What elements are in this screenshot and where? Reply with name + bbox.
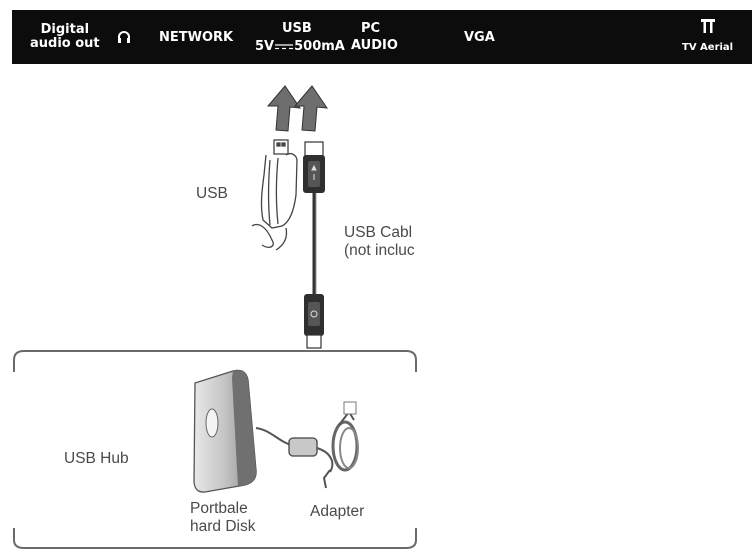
- usb-label: USB: [282, 21, 312, 36]
- antenna-icon: [701, 19, 715, 33]
- usb-hub-bracket: [13, 350, 417, 549]
- hard-disk-label: Portbale hard Disk: [190, 500, 255, 536]
- usb-rating: 5V 500mA: [255, 40, 345, 54]
- usb-cable-line1: USB Cabl: [344, 224, 413, 241]
- adapter-label: Adapter: [310, 503, 365, 520]
- usb-device-label: USB: [196, 185, 228, 202]
- digital-audio-line1: Digital: [40, 22, 90, 37]
- digital-audio-line2: audio out: [30, 36, 100, 51]
- dc-symbol-icon: [275, 43, 294, 49]
- headphone-icon: [118, 31, 130, 43]
- audio-label: AUDIO: [351, 38, 398, 53]
- digital-audio-out-label: Digital audio out: [30, 23, 100, 51]
- vga-label: VGA: [464, 30, 495, 45]
- tv-connector-panel: Digital audio out NETWORK USB 5V 500mA PC…: [12, 10, 752, 64]
- tv-aerial-label: TV Aerial: [682, 42, 734, 53]
- adapter-illustration: [255, 401, 359, 489]
- usb-cable-illustration: [303, 141, 325, 349]
- hand-holding-usb-illustration: [251, 139, 298, 251]
- usb-cable-label: USB Cabl (not incluc: [344, 224, 415, 260]
- portable-hard-disk-illustration: [193, 369, 257, 493]
- hard-disk-line1: Portbale: [190, 500, 248, 517]
- network-label: NETWORK: [159, 30, 234, 45]
- usb-cable-line2: (not incluc: [344, 242, 415, 259]
- up-arrow-icon: [266, 85, 302, 132]
- hard-disk-line2: hard Disk: [190, 518, 256, 535]
- usb-hub-label: USB Hub: [64, 450, 129, 467]
- usb-rating-voltage: 5V: [255, 39, 275, 54]
- up-arrow-icon-2: [293, 85, 329, 132]
- pc-label: PC: [361, 21, 381, 36]
- usb-rating-current: 500mA: [294, 39, 345, 54]
